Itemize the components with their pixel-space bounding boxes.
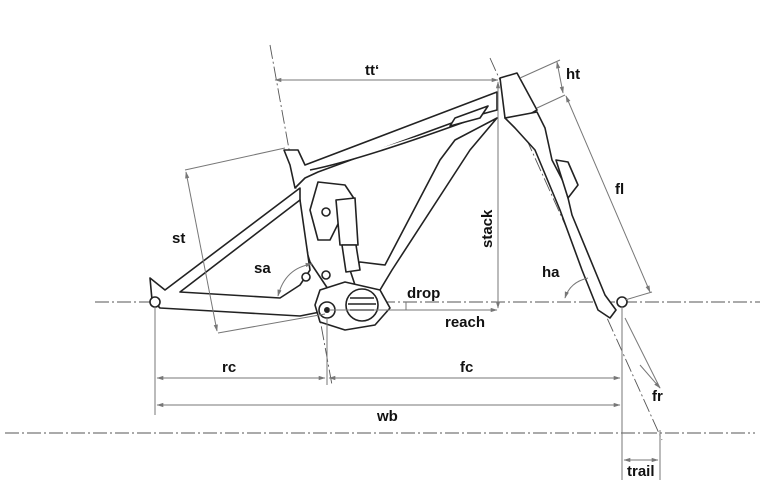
ht-dimension [556,61,564,94]
label-fl: fl [615,181,624,198]
sa-arc [277,262,313,297]
label-stack: stack [479,209,496,248]
label-fr: fr [652,388,663,405]
label-reach: reach [445,314,485,331]
label-ht: ht [566,66,580,83]
label-trail: trail [627,463,655,480]
label-rc: rc [222,359,236,376]
label-tt: tt‘ [365,62,379,79]
fr-dimension [624,317,661,389]
label-wb: wb [376,408,398,425]
label-fc: fc [460,359,473,376]
label-ha: ha [542,264,560,281]
ha-arc [564,277,589,299]
motor-icon [345,288,379,322]
label-drop: drop [407,285,440,302]
rear-axle [149,296,161,308]
front-axle [616,296,628,308]
st-dimension [185,171,218,332]
bike-frame [149,72,628,331]
label-sa: sa [254,260,271,277]
label-st: st [172,230,185,247]
fl-dimension [565,95,651,293]
